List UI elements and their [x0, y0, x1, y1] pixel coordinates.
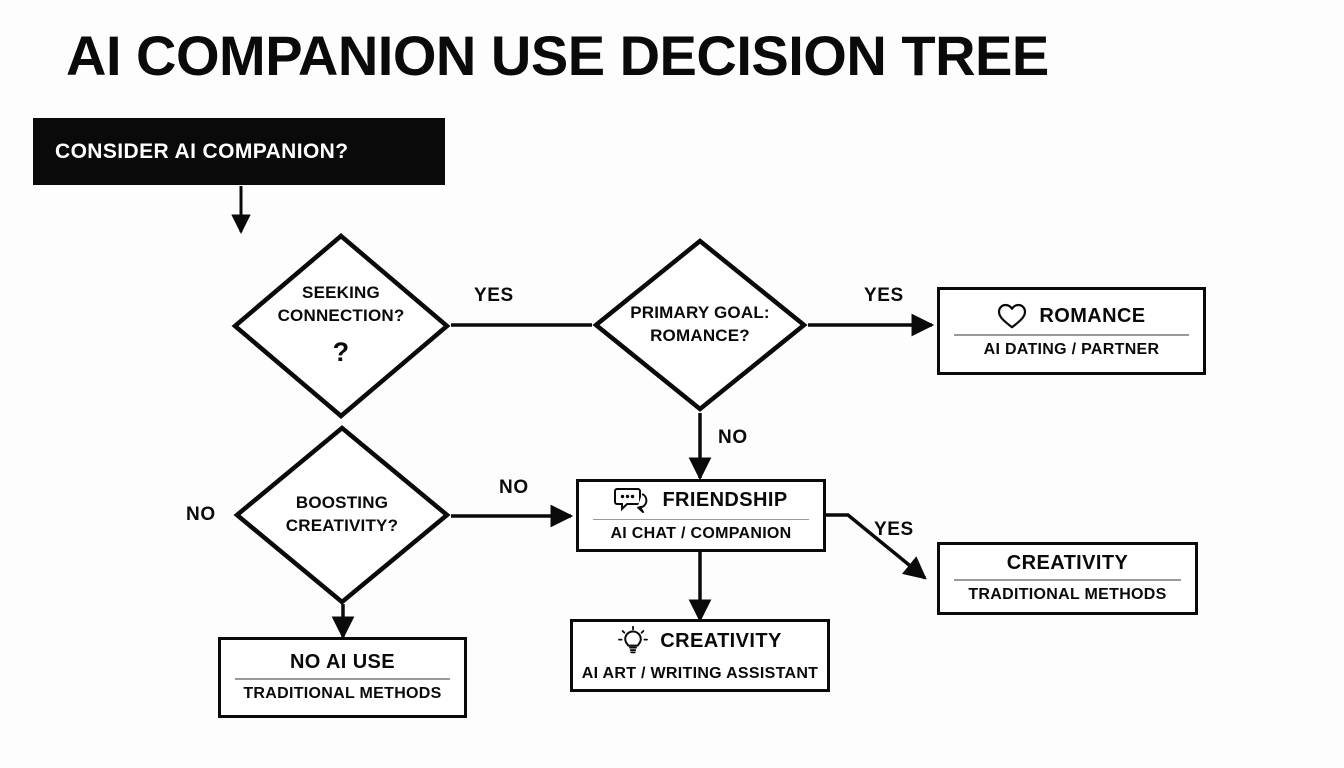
- diamond-shape: [233, 425, 451, 605]
- outcome-creativity-traditional[interactable]: CREATIVITY TRADITIONAL METHODS: [937, 542, 1198, 615]
- decision-boosting-creativity[interactable]: BOOSTING CREATIVITY?: [233, 424, 451, 606]
- edge-label-romance-no: NO: [718, 427, 748, 448]
- outcome-subtitle: AI CHAT / COMPANION: [610, 525, 792, 542]
- decision-primary-goal-romance[interactable]: PRIMARY GOAL: ROMANCE?: [592, 237, 808, 413]
- diamond-shape: [231, 233, 451, 419]
- edge-label-seeking-yes: YES: [474, 285, 514, 306]
- edge-label-boosting-no-right: NO: [499, 477, 529, 498]
- edge-label-boosting-no-left: NO: [186, 504, 216, 525]
- outcome-subtitle: TRADITIONAL METHODS: [243, 685, 442, 702]
- divider: [954, 334, 1189, 336]
- divider: [235, 678, 450, 680]
- outcome-friendship[interactable]: FRIENDSHIP AI CHAT / COMPANION: [576, 479, 826, 552]
- outcome-title: CREATIVITY: [1006, 551, 1129, 574]
- outcome-title: CREATIVITY: [660, 629, 782, 652]
- decision-seeking-connection[interactable]: SEEKING CONNECTION? ?: [231, 232, 451, 420]
- root-node-consider-ai-companion[interactable]: CONSIDER AI COMPANION?: [33, 118, 445, 185]
- page-title: AI COMPANION USE DECISION TREE: [66, 24, 1049, 87]
- outcome-subtitle: TRADITIONAL METHODS: [968, 585, 1167, 603]
- outcome-no-ai-use[interactable]: NO AI USE TRADITIONAL METHODS: [218, 637, 467, 718]
- outcome-romance[interactable]: ROMANCE AI DATING / PARTNER: [937, 287, 1206, 375]
- diamond-shape: [592, 238, 808, 412]
- edge-label-friendship-yes: YES: [874, 519, 914, 540]
- root-node-label: CONSIDER AI COMPANION?: [55, 139, 349, 163]
- divider: [954, 578, 1181, 581]
- heart-icon: [997, 303, 1027, 330]
- speech-bubbles-icon: [614, 486, 650, 515]
- outcome-subtitle: AI ART / WRITING ASSISTANT: [581, 665, 819, 682]
- lightbulb-icon: [618, 626, 649, 656]
- outcome-title: FRIENDSHIP: [662, 489, 788, 511]
- outcome-creativity-ai[interactable]: CREATIVITY AI ART / WRITING ASSISTANT: [570, 619, 830, 692]
- outcome-title: NO AI USE: [289, 651, 396, 673]
- outcome-title: ROMANCE: [1039, 305, 1146, 327]
- edge-label-romance-yes: YES: [864, 285, 904, 306]
- outcome-subtitle: AI DATING / PARTNER: [983, 341, 1160, 358]
- divider: [593, 519, 809, 520]
